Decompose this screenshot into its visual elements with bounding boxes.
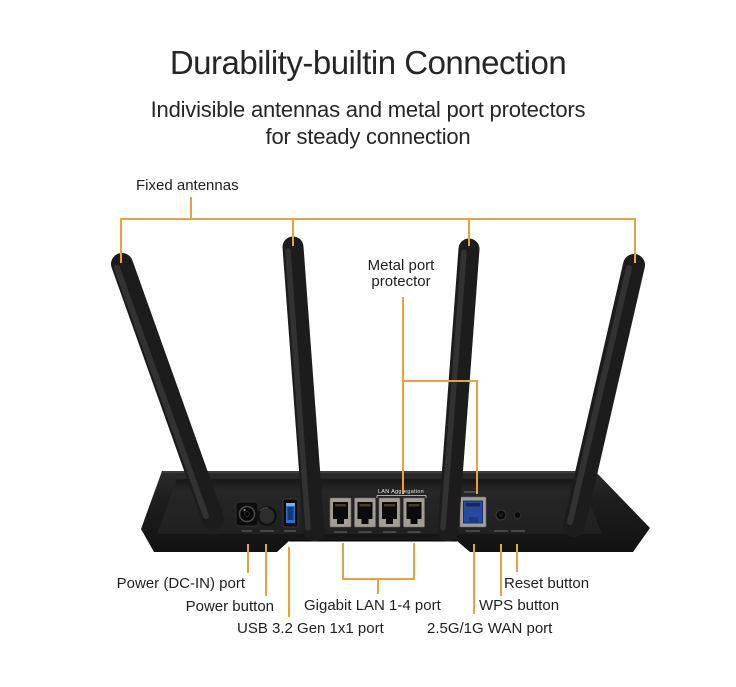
callout-line-reset-button <box>516 544 518 572</box>
callout-line-antenna-1 <box>120 218 122 263</box>
svg-text:LAN Aggregation: LAN Aggregation <box>378 489 424 495</box>
port-label-marks <box>242 491 525 533</box>
label-fixed-antennas: Fixed antennas <box>136 177 239 194</box>
callout-line-wan-port <box>473 544 475 614</box>
wps-button-hole <box>495 509 507 521</box>
subtitle-line-2: for steady connection <box>265 124 471 149</box>
callout-line-lan-left <box>342 543 344 580</box>
usb-port <box>282 498 299 528</box>
callout-line-power-button <box>265 544 267 596</box>
lan-port-2 <box>354 497 376 528</box>
label-lan-ports: Gigabit LAN 1-4 port <box>304 597 441 614</box>
callout-line-antenna-2 <box>292 218 294 246</box>
subtitle-line-1: Indivisible antennas and metal port prot… <box>150 97 586 122</box>
antenna-1 <box>111 253 224 530</box>
callout-line-fixed-antennas-horizontal <box>120 218 636 220</box>
callout-line-lan-stub <box>377 578 379 594</box>
label-power-dc-port: Power (DC-IN) port <box>116 575 245 592</box>
callout-line-dc-port <box>247 544 249 573</box>
wan-port <box>459 496 487 528</box>
lan-aggregation-label: LAN Aggregation <box>376 489 427 498</box>
dc-in-port <box>235 501 259 527</box>
label-wps-button: WPS button <box>479 597 560 614</box>
callout-line-fixed-antennas-stub <box>190 197 192 219</box>
antenna-3 <box>437 238 480 542</box>
callout-line-metal-protector-left <box>402 297 404 494</box>
label-usb-port: USB 3.2 Gen 1x1 port <box>237 620 384 637</box>
lan-port-4 <box>403 497 425 528</box>
antenna-2 <box>282 236 325 542</box>
callout-line-metal-protector-right <box>476 380 478 494</box>
router-bottom-ledge <box>289 536 457 541</box>
callout-line-antenna-4 <box>634 218 636 263</box>
lan-port-1 <box>329 497 352 528</box>
antenna-4 <box>563 254 645 537</box>
label-metal-port-protector: Metal port protector <box>367 257 435 290</box>
callout-line-wps-button <box>500 544 502 596</box>
lan-ports <box>329 497 425 528</box>
label-reset-button: Reset button <box>504 575 590 592</box>
lan-port-3 <box>378 497 401 528</box>
label-power-button: Power button <box>185 598 274 615</box>
callout-line-metal-protector-branch <box>402 380 478 382</box>
callout-line-lan-right <box>413 543 415 580</box>
label-wan-port: 2.5G/1G WAN port <box>427 620 553 637</box>
reset-button-hole <box>513 511 522 519</box>
callout-line-usb-port <box>288 547 290 617</box>
page-title: Durability-builtin Connection <box>169 44 567 81</box>
callout-line-antenna-3 <box>468 218 470 246</box>
power-button <box>257 506 277 526</box>
